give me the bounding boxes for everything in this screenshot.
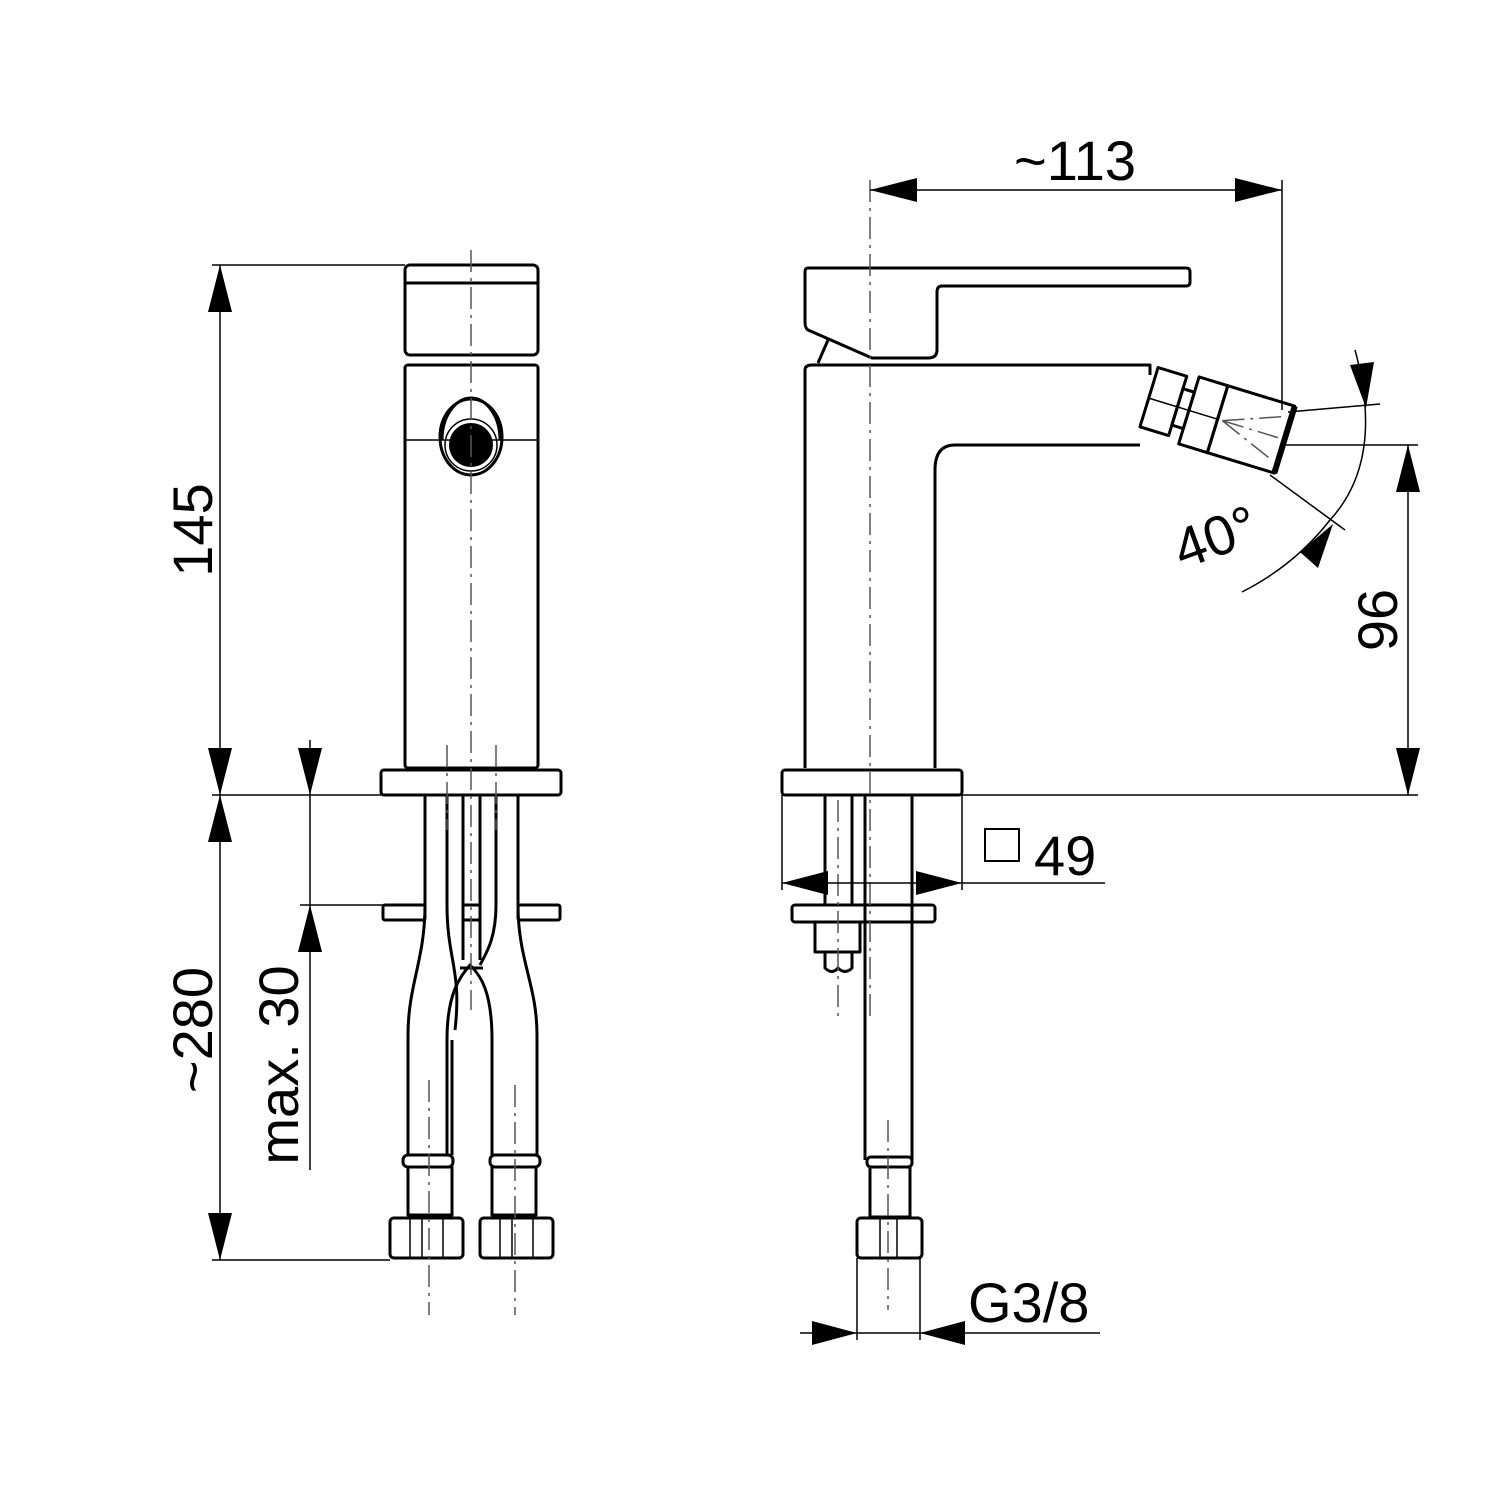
dimension-max-30: max. 30 xyxy=(247,740,383,1170)
angle-label: 40° xyxy=(1165,493,1266,581)
height-label: 145 xyxy=(161,483,224,576)
hose-length-label: ~280 xyxy=(161,967,224,1093)
front-view xyxy=(379,250,563,1315)
square-symbol-icon xyxy=(984,828,1020,862)
dimension-spout-96: 96 xyxy=(962,444,1420,796)
projection-label: ~113 xyxy=(1014,129,1136,192)
tap-body-side xyxy=(803,363,1152,768)
max-thickness-label: max. 30 xyxy=(247,965,310,1164)
side-view xyxy=(780,180,1298,1310)
dimension-connection-g38: G3/8 xyxy=(800,1258,1100,1345)
base-size-label: 49 xyxy=(1034,824,1096,887)
dimension-hose-280: ~280 xyxy=(161,795,390,1261)
spout-height-label: 96 xyxy=(1346,589,1409,651)
side-tubes xyxy=(790,795,937,1260)
hoses xyxy=(406,795,539,1155)
hose-nuts xyxy=(388,1153,555,1260)
dimension-base-49: 49 xyxy=(781,795,1105,895)
aerator xyxy=(1138,366,1298,475)
connection-label: G3/8 xyxy=(968,1271,1089,1334)
dimension-height-145: 145 xyxy=(161,264,405,796)
base-plate-side xyxy=(780,768,964,797)
lever xyxy=(803,266,1192,360)
dimension-projection-113: ~113 xyxy=(870,129,1283,410)
